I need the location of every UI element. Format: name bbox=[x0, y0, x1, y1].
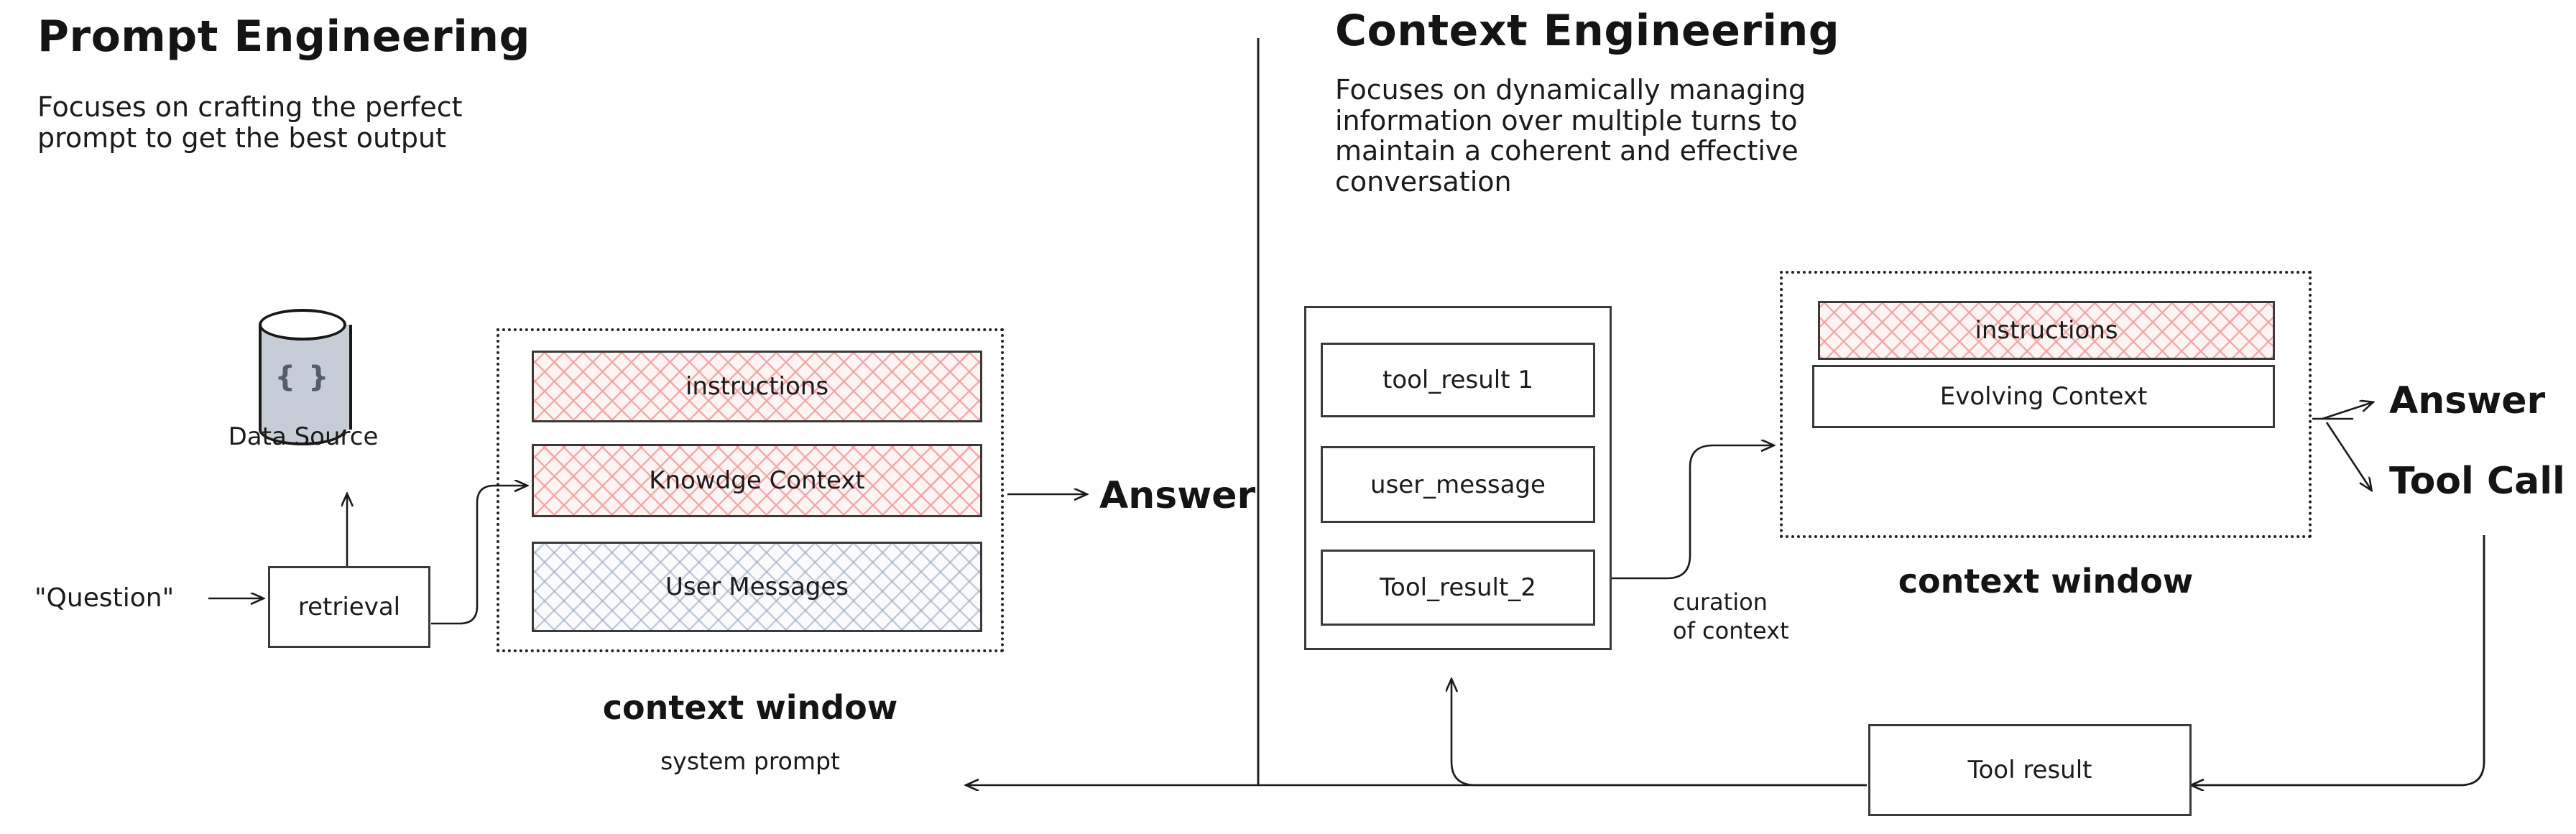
system-prompt-label: system prompt bbox=[660, 747, 840, 775]
arrow-branch-to-toolcall bbox=[2325, 422, 2371, 490]
arrow-toolresult-to-turnstack bbox=[1451, 680, 1869, 787]
left-panel-title: Prompt Engineering bbox=[37, 11, 530, 62]
data-source-label: Data Source bbox=[228, 422, 379, 451]
right-context-window bbox=[1780, 271, 2312, 538]
tool-result-box-label: Tool result bbox=[1967, 756, 2092, 784]
right-panel-subtitle: Focuses on dynamically managing informat… bbox=[1335, 75, 1881, 197]
left-block-instructions[interactable]: instructions bbox=[532, 351, 982, 422]
arrow-turns-to-context-window bbox=[1612, 445, 1773, 580]
retrieval-label: retrieval bbox=[297, 593, 401, 621]
turn-block-tool-result-1[interactable]: tool_result 1 bbox=[1321, 343, 1595, 417]
right-subtitle-line-1: Focuses on dynamically managing bbox=[1335, 74, 1806, 106]
right-subtitle-line-4: conversation bbox=[1335, 165, 1512, 198]
left-block-user-messages-label: User Messages bbox=[665, 573, 849, 601]
turn-block-user-message[interactable]: user_message bbox=[1321, 446, 1595, 523]
left-block-knowledge-context-label: Knowdge Context bbox=[649, 466, 865, 495]
cylinder-top bbox=[259, 309, 346, 340]
curation-of-context-label: curation of context bbox=[1673, 588, 1852, 645]
right-context-window-label: context window bbox=[1898, 562, 2194, 601]
right-subtitle-line-3: maintain a coherent and effective bbox=[1335, 135, 1799, 167]
left-answer-label: Answer bbox=[1099, 474, 1256, 517]
turn-block-tool-result-2[interactable]: Tool_result_2 bbox=[1321, 550, 1595, 626]
left-context-window bbox=[497, 328, 1004, 652]
right-block-evolving-context[interactable]: Evolving Context bbox=[1812, 365, 2275, 428]
retrieval-box[interactable]: retrieval bbox=[268, 566, 430, 648]
json-braces-icon: { } bbox=[274, 361, 331, 394]
turn-block-tool-result-2-label: Tool_result_2 bbox=[1380, 573, 1536, 602]
left-context-window-label: context window bbox=[602, 688, 898, 727]
tool-call-label: Tool Call bbox=[2389, 460, 2565, 503]
left-panel-subtitle: Focuses on crafting the perfect prompt t… bbox=[37, 92, 540, 153]
arrow-branch-to-answer bbox=[2322, 402, 2373, 420]
right-subtitle-line-2: information over multiple turns to bbox=[1335, 104, 1798, 136]
left-block-instructions-label: instructions bbox=[685, 372, 829, 401]
question-label: "Question" bbox=[34, 583, 175, 613]
right-block-instructions[interactable]: instructions bbox=[1818, 301, 2275, 360]
turn-block-tool-result-1-label: tool_result 1 bbox=[1382, 366, 1533, 394]
left-subtitle-line-1: Focuses on crafting the perfect bbox=[37, 91, 463, 123]
turn-block-user-message-label: user_message bbox=[1370, 470, 1546, 499]
right-answer-label: Answer bbox=[2389, 379, 2546, 422]
curation-line-2: of context bbox=[1673, 617, 1789, 644]
cylinder-body bbox=[259, 325, 352, 430]
tool-result-box[interactable]: Tool result bbox=[1868, 724, 2192, 816]
right-block-instructions-label: instructions bbox=[1975, 316, 2118, 345]
right-panel-title: Context Engineering bbox=[1335, 6, 1840, 56]
left-block-knowledge-context[interactable]: Knowdge Context bbox=[532, 444, 982, 517]
data-source-cylinder: { } bbox=[259, 309, 352, 445]
curation-line-1: curation bbox=[1673, 588, 1768, 616]
right-block-evolving-context-label: Evolving Context bbox=[1939, 382, 2148, 411]
left-block-user-messages[interactable]: User Messages bbox=[532, 542, 982, 632]
left-subtitle-line-2: prompt to get the best output bbox=[37, 121, 447, 154]
